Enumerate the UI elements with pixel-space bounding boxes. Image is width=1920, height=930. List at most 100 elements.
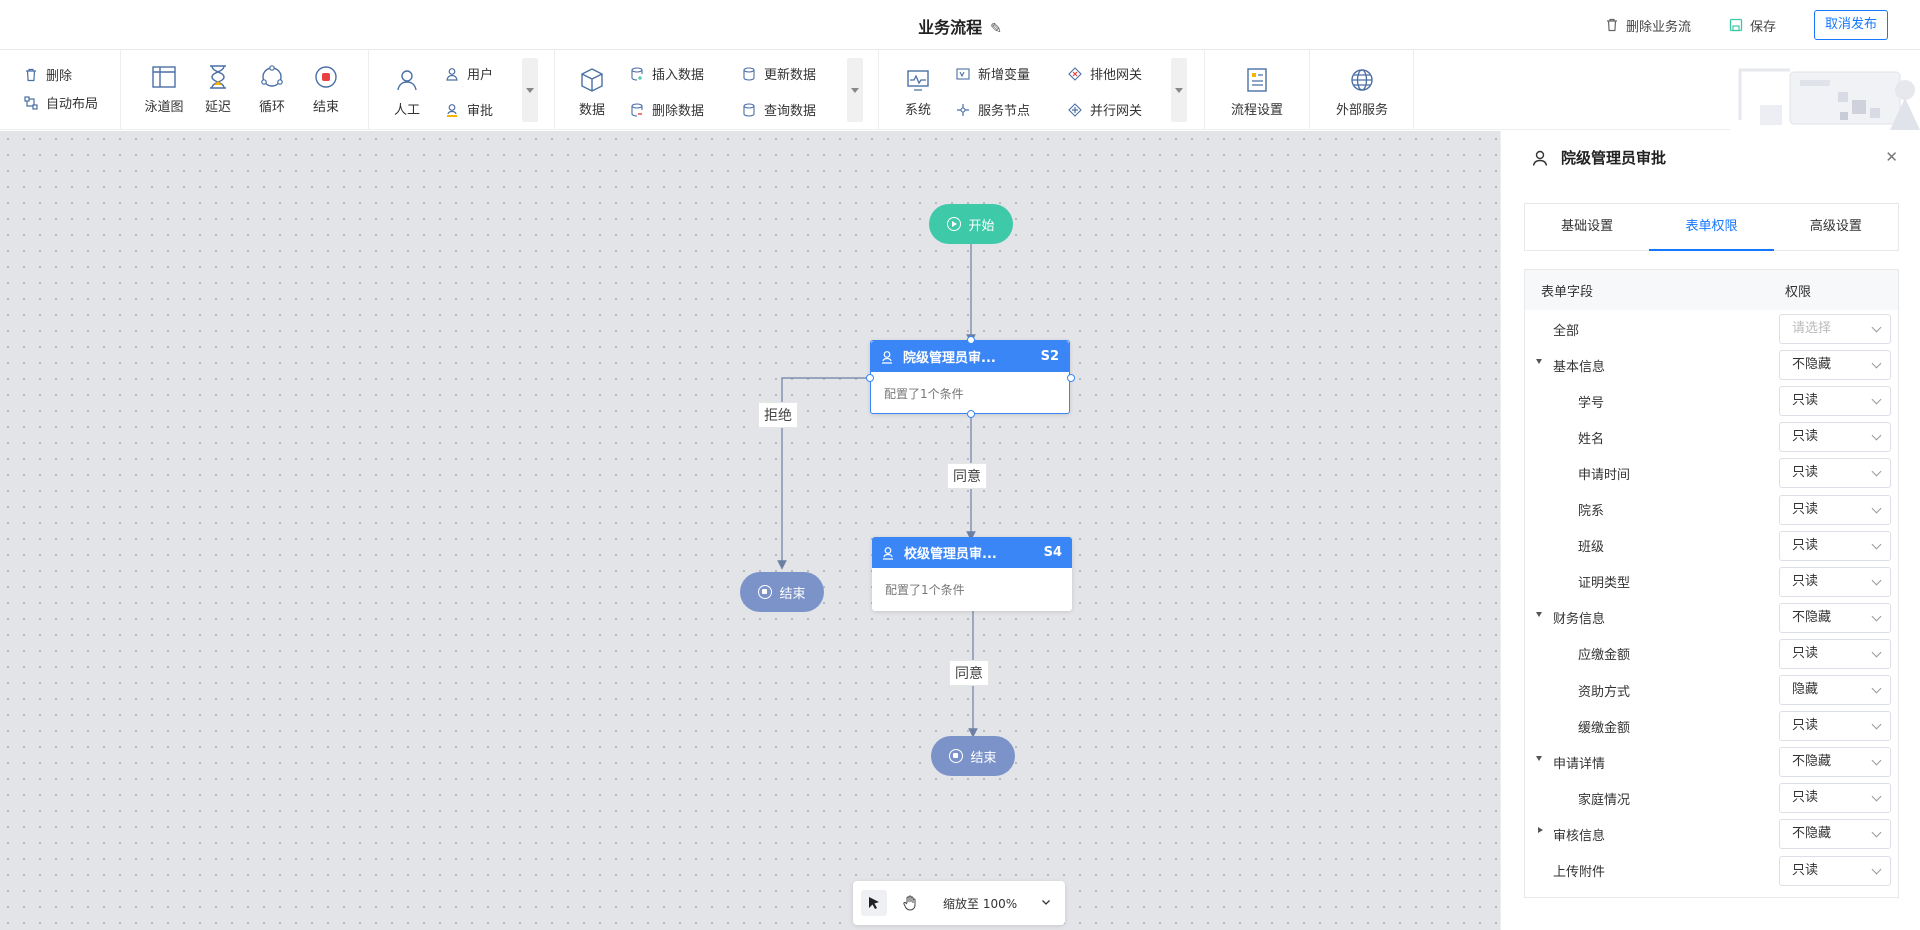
- end-node-label: 结束: [970, 750, 997, 766]
- swimlane-label: 泳道图: [144, 100, 184, 115]
- permission-select[interactable]: 不隐藏: [1779, 602, 1891, 633]
- exclusive-gateway-tool[interactable]: 排他网关: [1068, 64, 1142, 83]
- chevron-down-icon: [1871, 755, 1882, 766]
- permission-select[interactable]: 只读: [1779, 386, 1891, 417]
- zoom-level[interactable]: 缩放至 100%: [943, 896, 1018, 911]
- permission-select[interactable]: 只读: [1779, 458, 1891, 489]
- data-tool[interactable]: 数据: [567, 67, 617, 118]
- permission-select[interactable]: 只读: [1779, 855, 1891, 886]
- port-top[interactable]: [967, 336, 975, 344]
- table-row: 审核信息 不隐藏: [1525, 816, 1898, 852]
- delete-tool[interactable]: 删除: [24, 65, 72, 84]
- tab-advanced-settings[interactable]: 高级设置: [1809, 219, 1862, 234]
- permission-select[interactable]: 只读: [1779, 566, 1891, 597]
- exclusive-gateway-icon: [1068, 66, 1082, 81]
- tab-basic-settings[interactable]: 基础设置: [1561, 219, 1614, 234]
- start-node[interactable]: 开始: [929, 204, 1013, 244]
- end-node-left[interactable]: 结束: [740, 572, 824, 612]
- port-bottom[interactable]: [967, 410, 975, 418]
- expand-right-icon[interactable]: [1538, 827, 1543, 834]
- edge-label-agree[interactable]: 同意: [949, 660, 989, 686]
- edge-node1-reject[interactable]: [777, 377, 871, 570]
- layout-icon: [24, 95, 38, 110]
- auto-layout-tool[interactable]: 自动布局: [24, 93, 98, 112]
- chevron-down-icon: [1871, 611, 1882, 622]
- end-tool[interactable]: 结束: [301, 64, 351, 115]
- save-button[interactable]: 保存: [1729, 16, 1776, 35]
- permission-select[interactable]: 只读: [1779, 783, 1891, 814]
- permission-select[interactable]: 请选择: [1779, 314, 1891, 344]
- edge-label-agree[interactable]: 同意: [947, 463, 987, 489]
- update-data-label: 更新数据: [764, 68, 817, 83]
- table-row: 应缴金额 只读: [1525, 636, 1898, 672]
- column-field: 表单字段: [1541, 284, 1594, 300]
- chevron-down-icon: [1871, 430, 1882, 441]
- delete-data-tool[interactable]: 删除数据: [630, 100, 704, 119]
- swimlane-tool[interactable]: 泳道图: [139, 64, 189, 115]
- edit-title-icon[interactable]: ✎: [990, 21, 1002, 37]
- permission-select[interactable]: 只读: [1779, 638, 1891, 669]
- permission-value: 只读: [1792, 718, 1819, 734]
- permission-select[interactable]: 不隐藏: [1779, 350, 1891, 381]
- query-data-tool[interactable]: 查询数据: [742, 100, 816, 119]
- table-row: 家庭情况只读: [1525, 780, 1898, 816]
- field-label: 应缴金额: [1578, 648, 1631, 664]
- table-row: 全部请选择: [1525, 311, 1898, 347]
- permission-select[interactable]: 只读: [1779, 422, 1891, 453]
- end-label: 结束: [312, 100, 339, 115]
- service-node-tool[interactable]: 服务节点: [956, 100, 1030, 119]
- expand-down-icon[interactable]: [1536, 359, 1542, 365]
- permission-select[interactable]: 只读: [1779, 711, 1891, 742]
- pan-tool-button[interactable]: [897, 890, 923, 916]
- flow-canvas[interactable]: 开始 院级管理员审... S2 配置了1个条件 校级管理员审... S4 配置了…: [0, 131, 1500, 930]
- system-tool[interactable]: 系统: [893, 67, 943, 118]
- approval-node-s4[interactable]: 校级管理员审... S4 配置了1个条件: [872, 537, 1072, 611]
- manual-more-dropdown[interactable]: [522, 58, 538, 122]
- add-variable-tool[interactable]: 新增变量: [956, 64, 1030, 83]
- update-data-tool[interactable]: 更新数据: [742, 64, 816, 83]
- permission-value: 只读: [1792, 501, 1819, 517]
- expand-down-icon[interactable]: [1536, 611, 1542, 617]
- user-tool[interactable]: 用户: [445, 64, 493, 83]
- field-label: 审核信息: [1553, 828, 1606, 844]
- end-node-bottom[interactable]: 结束: [931, 736, 1015, 776]
- unpublish-button[interactable]: 取消发布: [1813, 10, 1888, 40]
- permission-value: 只读: [1792, 393, 1819, 409]
- node-code: S2: [1040, 349, 1059, 364]
- system-label: 系统: [904, 103, 931, 118]
- approve-tool[interactable]: 审批: [445, 100, 493, 119]
- delete-flow-button[interactable]: 删除业务流: [1605, 16, 1691, 35]
- permission-select[interactable]: 只读: [1779, 494, 1891, 525]
- permission-value: 不隐藏: [1792, 357, 1832, 373]
- field-label: 姓名: [1578, 431, 1605, 447]
- edge-label-reject[interactable]: 拒绝: [758, 402, 798, 428]
- data-more-dropdown[interactable]: [847, 58, 863, 122]
- node-body: 配置了1个条件: [885, 583, 965, 597]
- external-service-tool[interactable]: 外部服务: [1316, 67, 1408, 118]
- permission-select[interactable]: 只读: [1779, 530, 1891, 561]
- permission-value: 只读: [1792, 790, 1819, 806]
- decorative-illustration: [1730, 50, 1920, 130]
- port-left[interactable]: [866, 374, 874, 382]
- chevron-down-icon[interactable]: [1041, 897, 1051, 910]
- chevron-down-icon: [1871, 358, 1882, 369]
- close-icon[interactable]: ✕: [1885, 148, 1898, 166]
- manual-tool[interactable]: 人工: [382, 67, 432, 118]
- port-right[interactable]: [1067, 374, 1075, 382]
- permission-select[interactable]: 隐藏: [1779, 675, 1891, 705]
- chevron-down-icon: [1871, 466, 1882, 477]
- permission-select[interactable]: 不隐藏: [1779, 747, 1891, 778]
- expand-down-icon[interactable]: [1536, 756, 1542, 762]
- flow-settings-tool[interactable]: 流程设置: [1211, 67, 1303, 118]
- select-tool-button[interactable]: [861, 890, 887, 916]
- settings-doc-icon: [1247, 68, 1267, 92]
- loop-tool[interactable]: 循环: [247, 64, 297, 115]
- insert-data-tool[interactable]: 插入数据: [630, 64, 704, 83]
- permission-select[interactable]: 不隐藏: [1779, 819, 1891, 850]
- approval-node-s2[interactable]: 院级管理员审... S2 配置了1个条件: [870, 340, 1070, 414]
- parallel-gateway-tool[interactable]: 并行网关: [1068, 100, 1142, 119]
- tab-form-permissions[interactable]: 表单权限: [1649, 204, 1774, 251]
- system-more-dropdown[interactable]: [1171, 58, 1187, 122]
- canvas-controls: 缩放至 100%: [853, 881, 1065, 925]
- delay-tool[interactable]: 延迟: [193, 64, 243, 115]
